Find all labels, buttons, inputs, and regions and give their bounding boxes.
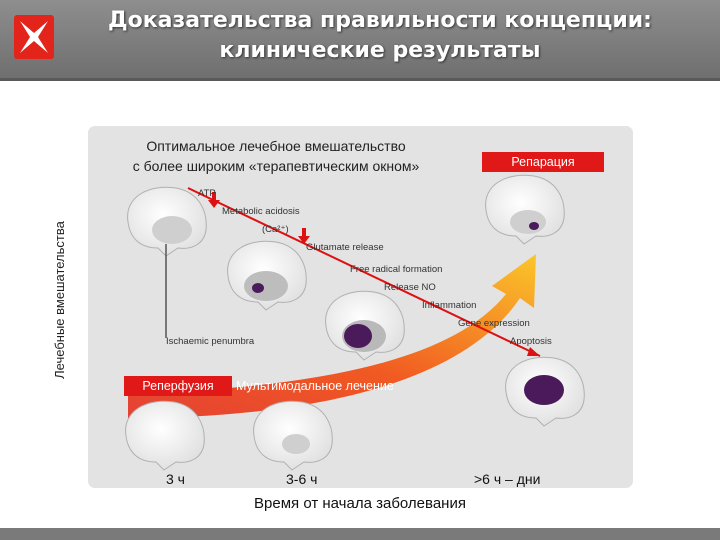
optimal-line-2: с более широким «терапевтическим окном»: [132, 158, 420, 174]
cascade-arrow: [187, 187, 541, 357]
time-6h-days: >6 ч – дни: [474, 471, 541, 487]
label-inflammation: Inflammation: [422, 300, 477, 311]
y-axis-label: Лечебные вмешательства: [52, 221, 67, 379]
footer-bar: [0, 528, 720, 540]
optimal-line-1: Оптимальное лечебное вмешательство: [146, 138, 406, 154]
label-atp: ATP: [198, 188, 216, 199]
brain-7: [505, 356, 585, 427]
brain-3: [325, 290, 405, 361]
calcium-up-arrow: [298, 228, 310, 244]
time-3-6h: 3-6 ч: [286, 471, 318, 487]
label-apoptosis: Apoptosis: [510, 336, 552, 347]
brain-5: [125, 400, 205, 471]
atp-down-arrow: [208, 192, 220, 208]
label-glutamate: Glutamate release: [306, 242, 384, 253]
slide-header: Доказательства правильности концепции: к…: [0, 0, 720, 78]
header-divider: [0, 78, 720, 81]
time-3h: 3 ч: [166, 471, 185, 487]
brain-1: [127, 186, 207, 257]
slide-title: Доказательства правильности концепции: к…: [60, 6, 700, 66]
y-axis-label-wrap: Лечебные вмешательства: [48, 160, 72, 440]
label-free-radical: Free radical formation: [350, 264, 443, 275]
label-penumbra: Ischaemic penumbra: [166, 336, 255, 347]
brain-4: [485, 174, 565, 245]
brain-2: [227, 240, 307, 311]
brain-6: [253, 400, 333, 471]
title-line-1: Доказательства правильности концепции:: [108, 8, 652, 33]
label-gene-expression: Gene expression: [458, 318, 530, 329]
title-line-2: клинические результаты: [219, 38, 541, 63]
figure-panel: ATP Metabolic acidosis (Ca²⁺) Glutamate …: [88, 126, 633, 488]
label-calcium: (Ca²⁺): [262, 224, 289, 235]
multimodal-label: Мультимодальное лечение: [236, 379, 394, 393]
reperfusion-badge: Реперфузия: [124, 376, 232, 396]
figure-illustration: [125, 174, 585, 471]
x-axis-label: Время от начала заболевания: [254, 495, 466, 512]
label-release-no: Release NO: [384, 282, 436, 293]
logo-icon: [14, 15, 54, 59]
optimal-treatment-text: Оптимальное лечебное вмешательство с бол…: [96, 136, 456, 176]
repair-badge: Репарация: [482, 152, 604, 172]
label-acidosis: Metabolic acidosis: [222, 206, 300, 217]
